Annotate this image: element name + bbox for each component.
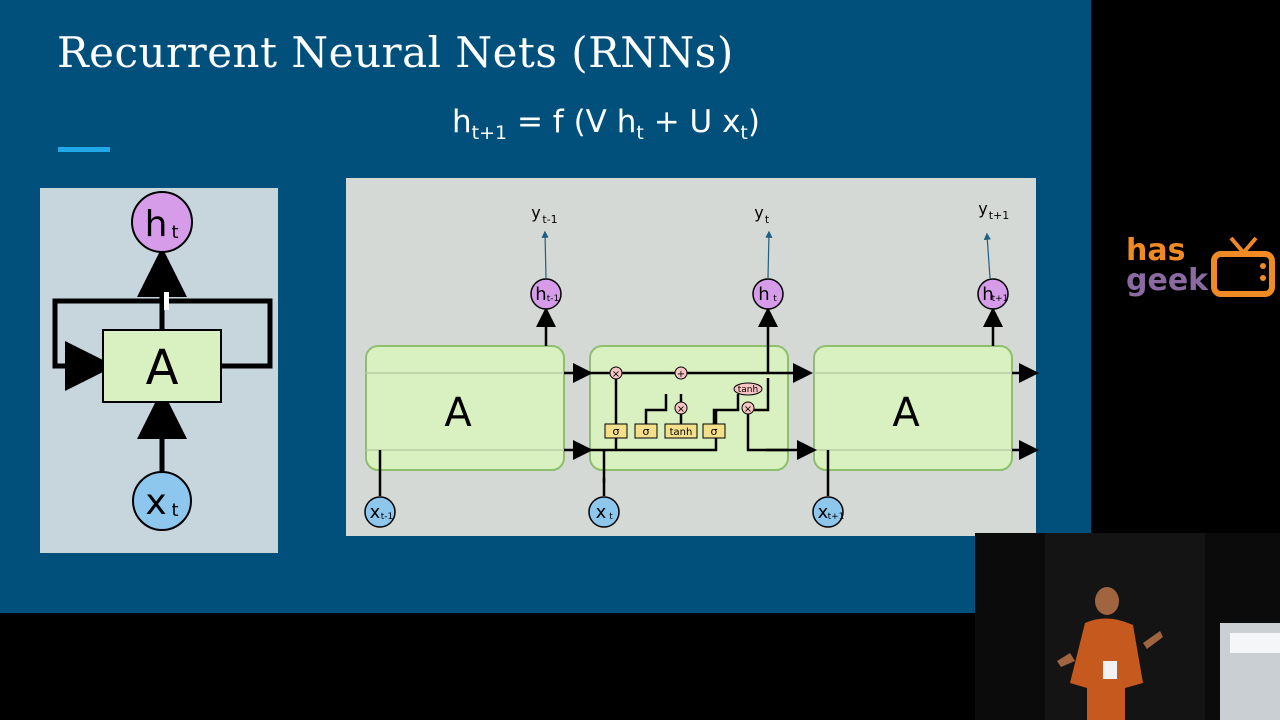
eq-mid1: = f (V h — [507, 104, 637, 140]
input-node-label: x — [145, 482, 166, 523]
eq-tail: ) — [747, 104, 760, 140]
forget-gate — [604, 423, 628, 439]
input-node-t-plus-1 — [812, 496, 844, 528]
input-multiply-node — [674, 401, 688, 415]
input-node-t-minus-1-sub: t-1 — [381, 512, 394, 522]
add-node-label: + — [677, 369, 685, 380]
unrolled-lstm-diagram: A A σ σ — [346, 178, 1039, 536]
slide-title: Recurrent Neural Nets (RNNs) — [57, 28, 734, 77]
recurrent-loop — [162, 298, 273, 369]
input-node — [132, 471, 192, 531]
input-node-t-minus-1 — [364, 496, 396, 528]
eq-mid2-sub: t — [740, 122, 748, 145]
output-y-t: y — [754, 203, 763, 222]
cell-right-label: A — [892, 390, 920, 436]
input-node-t — [588, 496, 620, 528]
eq-lhs-sub: t+1 — [471, 122, 508, 145]
input-node-t-label: x — [596, 502, 607, 523]
output-node-label: h — [145, 204, 168, 245]
output-y-t-sub: t — [765, 213, 770, 226]
eq-lhs: h — [452, 104, 472, 140]
hidden-node-t-plus-1-sub: t+1 — [992, 294, 1009, 304]
output-multiply-label: × — [744, 404, 752, 415]
output-y-t-plus-1: y — [978, 199, 987, 218]
cell-left — [365, 345, 565, 471]
forget-multiply-label: × — [612, 369, 620, 380]
candidate-gate-label: tanh — [670, 427, 693, 438]
input-node-t-plus-1-label: x — [818, 502, 829, 523]
output-y-t-minus-1-sub: t-1 — [542, 213, 557, 226]
hidden-node-t-minus-1 — [530, 278, 562, 310]
speaker-video — [975, 533, 1280, 720]
input-multiply-label: × — [677, 404, 685, 415]
logo-text-has: has — [1126, 233, 1186, 268]
add-node — [674, 366, 688, 380]
output-gate — [702, 423, 726, 439]
forget-multiply-node — [609, 366, 623, 380]
hasgeek-logo: has geek — [1126, 236, 1276, 302]
hidden-node-t-plus-1 — [977, 278, 1009, 310]
forget-gate-label: σ — [613, 425, 620, 438]
tanh-node-label: tanh — [738, 385, 758, 395]
rnn-equation: ht+1 = f (V ht + U xt) — [452, 104, 760, 144]
rolled-rnn-diagram: A h t x t — [40, 188, 278, 553]
eq-mid2: + U x — [643, 104, 741, 140]
input-gate-label: σ — [643, 425, 650, 438]
cell-right — [813, 345, 1013, 471]
output-node — [131, 191, 193, 253]
hidden-node-t-plus-1-label: h — [982, 284, 993, 305]
candidate-gate — [664, 423, 698, 439]
logo-text-geek: geek — [1126, 263, 1209, 298]
tv-icon — [1211, 236, 1275, 297]
hidden-node-t-sub: t — [773, 294, 777, 304]
input-gate — [634, 423, 658, 439]
tanh-node — [733, 382, 763, 396]
output-y-t-plus-1-sub: t+1 — [989, 209, 1010, 222]
rolled-rnn-svg: A h t x t — [52, 191, 273, 531]
input-node-t-plus-1-sub: t+1 — [828, 512, 845, 522]
output-gate-label: σ — [711, 425, 718, 438]
slide: Recurrent Neural Nets (RNNs) ht+1 = f (V… — [0, 0, 1091, 613]
eq-mid1-sub: t — [636, 122, 644, 145]
output-multiply-node — [741, 401, 755, 415]
hidden-node-t — [752, 278, 784, 310]
speaker-video-frame — [975, 533, 1280, 720]
output-node-sub: t — [171, 222, 178, 243]
input-node-t-minus-1-label: x — [370, 502, 381, 523]
hidden-node-t-minus-1-sub: t-1 — [547, 294, 560, 304]
cell-left-label: A — [444, 390, 472, 436]
output-y-t-minus-1: y — [531, 203, 540, 222]
recurrent-loop-left — [52, 298, 162, 391]
cell-middle — [589, 345, 789, 471]
unrolled-lstm-svg: A A σ σ — [364, 199, 1039, 528]
input-node-sub: t — [171, 500, 178, 521]
cell-a — [102, 329, 222, 403]
title-underline — [58, 147, 110, 152]
cell-a-label: A — [146, 340, 179, 396]
hidden-node-t-label: h — [758, 284, 769, 305]
input-node-t-sub: t — [609, 512, 613, 522]
hidden-node-t-minus-1-label: h — [535, 284, 546, 305]
